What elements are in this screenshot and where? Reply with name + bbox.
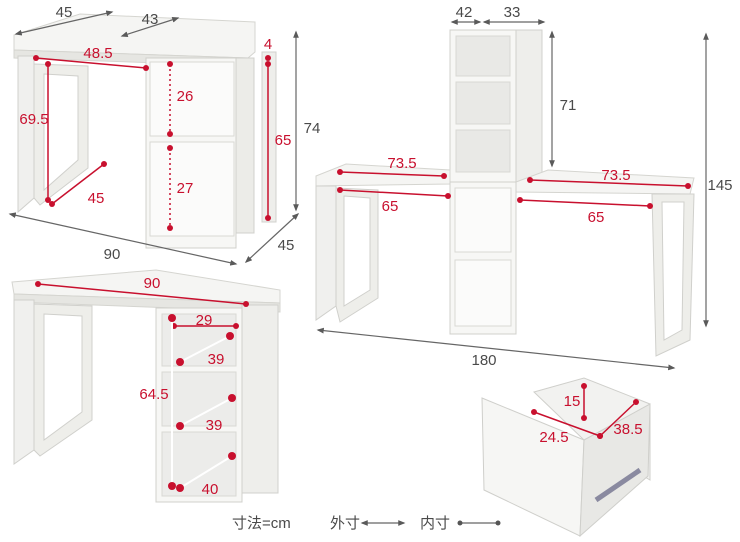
label-drawer-width: 24.5 xyxy=(539,429,568,446)
label-tower-width: 42 xyxy=(456,4,473,21)
label-total-width: 180 xyxy=(471,352,496,369)
inner-line-width xyxy=(33,55,149,71)
legend-inner-label: 内寸 xyxy=(420,515,450,532)
drawer-detail: 15 24.5 38.5 xyxy=(481,377,651,538)
label-cabinet-width: 43 xyxy=(142,11,159,28)
dim-line-cabinet-width xyxy=(120,17,180,37)
desk-with-shelf: 90 29 39 64.5 39 40 xyxy=(11,269,281,503)
label-inner-height: 69.5 xyxy=(19,111,48,128)
inner-line-width xyxy=(35,281,249,307)
label-top-depth: 45 xyxy=(56,4,73,21)
label-shelf-depth-2: 39 xyxy=(206,417,223,434)
inner-line-shelf-depth-2 xyxy=(176,394,236,430)
label-gap: 4 xyxy=(264,36,272,53)
dimension-legend: 寸法=cm 外寸 内寸 xyxy=(232,515,501,532)
label-inner-left: 65 xyxy=(382,198,399,215)
label-drawer-upper: 26 xyxy=(177,88,194,105)
label-total-height: 145 xyxy=(707,177,732,194)
label-inner-right: 65 xyxy=(588,209,605,226)
inner-line-top-left xyxy=(337,169,447,179)
label-shelf-width: 29 xyxy=(196,312,213,329)
label-leg-depth: 45 xyxy=(88,190,105,207)
dim-line-width xyxy=(8,212,238,266)
inner-line-shelf-depth-1 xyxy=(176,332,234,366)
dim-line-top-depth xyxy=(14,10,114,36)
inner-line-drawer-depth xyxy=(597,399,639,439)
inner-line-shelf-depth-3 xyxy=(176,452,236,492)
double-desk-with-tower: 42 33 71 73.5 73.5 65 65 145 180 xyxy=(315,4,733,371)
legend-outer-label: 外寸 xyxy=(330,515,360,532)
desk-with-drawers: 45 43 48.5 4 69.5 26 27 65 45 74 90 45 xyxy=(8,4,321,266)
inner-line-top-right xyxy=(527,177,691,189)
dim-line-total-width xyxy=(316,327,676,371)
dim-line-depth xyxy=(244,213,300,263)
label-top-right: 73.5 xyxy=(601,167,630,184)
label-drawer-height: 15 xyxy=(564,393,581,410)
label-depth: 45 xyxy=(278,237,295,254)
label-drawer-depth: 38.5 xyxy=(613,421,642,438)
label-width: 90 xyxy=(104,246,121,263)
label-drawer-lower: 27 xyxy=(177,180,194,197)
label-inner-width: 48.5 xyxy=(83,45,112,62)
label-tower-depth: 33 xyxy=(504,4,521,21)
label-height: 64.5 xyxy=(139,386,168,403)
label-height: 74 xyxy=(304,120,321,137)
label-width: 90 xyxy=(144,275,161,292)
legend-unit: 寸法=cm xyxy=(232,515,291,532)
desk-left-leg xyxy=(17,55,35,214)
label-shelf-depth-3: 40 xyxy=(202,481,219,498)
label-shelf-depth-1: 39 xyxy=(208,351,225,368)
inner-line-right xyxy=(517,197,653,209)
label-side-inner: 65 xyxy=(275,132,292,149)
inner-line-left xyxy=(337,187,451,199)
label-top-left: 73.5 xyxy=(387,155,416,172)
label-tower-height: 71 xyxy=(560,97,577,114)
inner-line-drawer-width xyxy=(531,409,603,439)
inner-line-leg-depth xyxy=(49,161,107,207)
